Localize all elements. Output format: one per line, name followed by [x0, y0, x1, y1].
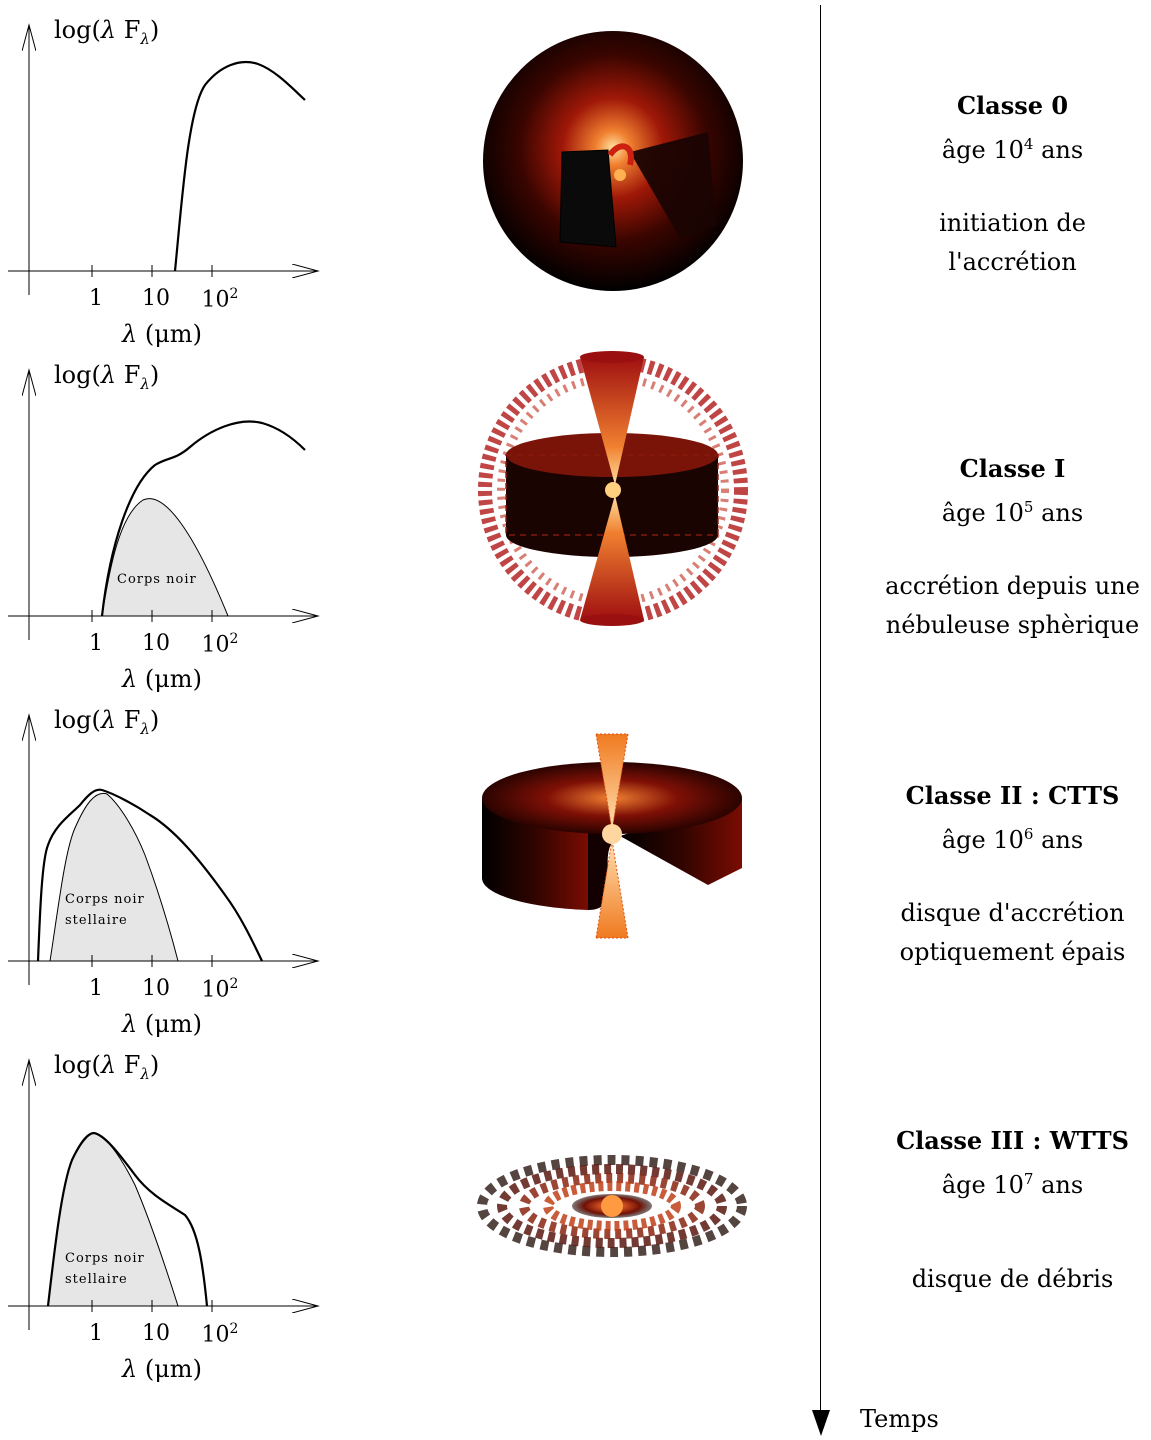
sed-plot-class-ii — [8, 690, 330, 985]
class-age: âge 107 ans — [941, 1170, 1084, 1199]
y-axis-label: log(λ Fλ) — [54, 1051, 160, 1083]
illustration-class-0 — [470, 20, 760, 320]
sed-curve — [173, 60, 306, 272]
sed-plot-class-iii — [8, 1035, 330, 1330]
time-axis-label: Temps — [860, 1405, 939, 1433]
x-axis-label: λ (μm) — [122, 665, 202, 693]
illustration-class-i — [470, 345, 760, 645]
sed-curve — [46, 1131, 209, 1307]
y-axis-label: log(λ Fλ) — [54, 361, 160, 393]
class-desc-line-1: accrétion depuis une — [885, 572, 1140, 600]
sed-curve — [100, 420, 306, 617]
y-axis-label: log(λ Fλ) — [54, 16, 160, 48]
class-age: âge 104 ans — [941, 135, 1084, 164]
sed-panel-class-0: log(λ Fλ) 1 10 102 λ (μm) — [0, 0, 330, 348]
class-desc-line-1: disque d'accrétion — [900, 899, 1125, 927]
class-desc-line-1: disque de débris — [911, 1265, 1114, 1293]
class-age: âge 106 ans — [941, 825, 1084, 854]
class-i-description: Classe I âge 105 ans accrétion depuis un… — [870, 449, 1151, 645]
envelope-sphere-illustration — [483, 31, 743, 291]
blackbody-area — [49, 792, 179, 962]
illustration-class-ii — [470, 720, 760, 1020]
x-tick-label-100: 102 — [201, 976, 239, 1003]
x-axis-label: λ (μm) — [122, 1010, 202, 1038]
sed-curve — [36, 788, 263, 962]
x-tick-label-10: 10 — [142, 631, 170, 656]
class-ii-description: Classe II : CTTS âge 106 ans disque d'ac… — [870, 776, 1151, 972]
class-title: Classe III : WTTS — [896, 1126, 1129, 1155]
class-desc-line-2: optiquement épais — [899, 938, 1126, 966]
x-tick-label-1: 1 — [89, 1321, 103, 1346]
blackbody-area — [101, 498, 229, 617]
class-desc-line-1: initiation de — [939, 209, 1086, 237]
sed-plot-class-0 — [8, 0, 330, 295]
class-title: Classe I — [959, 454, 1066, 483]
x-tick-label-1: 1 — [89, 976, 103, 1001]
class-title: Classe II : CTTS — [905, 781, 1120, 810]
x-axis-label: λ (μm) — [122, 1355, 202, 1383]
accretion-disk-illustration — [482, 733, 742, 939]
time-arrow-icon — [812, 1410, 830, 1436]
x-tick-label-100: 102 — [201, 1321, 239, 1348]
class-age: âge 105 ans — [941, 498, 1084, 527]
class-0-description: Classe 0 âge 104 ans initiation de l'acc… — [870, 86, 1151, 282]
sed-panel-class-i: log(λ Fλ) Corps noir 1 10 102 λ (μm) — [0, 345, 330, 693]
x-tick-label-10: 10 — [142, 976, 170, 1001]
time-axis-line — [820, 5, 821, 1410]
spherical-nebula-illustration — [478, 351, 748, 626]
blackbody-label: Corps noir — [117, 572, 197, 587]
y-axis-label: log(λ Fλ) — [54, 706, 160, 738]
debris-disk-illustration — [477, 1155, 747, 1257]
x-tick-label-100: 102 — [201, 286, 239, 313]
class-iii-description: Classe III : WTTS âge 107 ans disque de … — [870, 1121, 1151, 1299]
sed-plot-class-i — [8, 345, 330, 640]
class-desc-line-2: l'accrétion — [948, 248, 1077, 276]
x-tick-label-10: 10 — [142, 286, 170, 311]
x-tick-label-1: 1 — [89, 631, 103, 656]
x-tick-label-10: 10 — [142, 1321, 170, 1346]
class-title: Classe 0 — [956, 91, 1069, 120]
illustration-class-iii — [470, 1140, 760, 1440]
class-desc-line-2: nébuleuse sphèrique — [885, 611, 1140, 639]
x-tick-label-100: 102 — [201, 631, 239, 658]
x-tick-label-1: 1 — [89, 286, 103, 311]
x-axis-label: λ (μm) — [122, 320, 202, 348]
